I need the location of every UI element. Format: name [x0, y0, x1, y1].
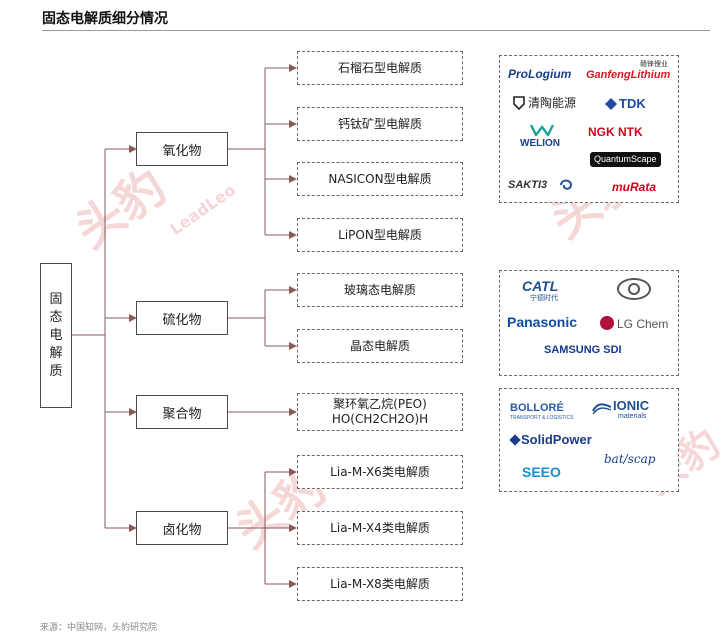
source-note: 来源：中国知网，头豹研究院 — [40, 623, 158, 633]
root-node: 固态电解质 — [40, 263, 72, 408]
polymer-logo-panel: BOLLORÉ TRANSPORT & LOGISTICS IONIC mate… — [499, 388, 679, 492]
toyota-ellipse-icon — [617, 278, 651, 300]
logo-solidpower: SolidPower — [521, 432, 592, 447]
leaf-peo-line1: 聚环氧乙烷(PEO) — [333, 397, 427, 411]
logo-lgchem: LG Chem — [600, 316, 668, 330]
logo-ganfeng: GanfengLithium — [586, 69, 671, 81]
logo-welion: WELION — [520, 138, 560, 149]
logo-samsung: SAMSUNG SDI — [544, 344, 622, 356]
shield-arrow-icon — [513, 96, 525, 110]
sulfide-logo-panel: CATL 宁德时代 Panasonic LG Chem SAMSUNG SDI — [499, 270, 679, 376]
ionic-wave-icon — [592, 403, 612, 415]
logo-batscap: bat/scap — [604, 452, 656, 466]
category-halide: 卤化物 — [136, 511, 228, 545]
logo-quantumscape: QuantumScape — [590, 152, 661, 167]
sakti3-swirl-icon — [560, 179, 573, 190]
logo-bollore-sub: TRANSPORT & LOGISTICS — [510, 415, 574, 421]
leaf-perovskite: 钙钛矿型电解质 — [297, 107, 463, 141]
leaf-garnet: 石榴石型电解质 — [297, 51, 463, 85]
leaf-x6: Lia-M-X6类电解质 — [297, 455, 463, 489]
logo-qingtao: 清陶能源 — [528, 96, 577, 110]
logo-catl: CATL — [522, 278, 559, 294]
logo-seeo: SEEO — [522, 464, 561, 480]
leaf-crystal: 晶态电解质 — [297, 329, 463, 363]
category-sulfide: 硫化物 — [136, 301, 228, 335]
logo-prologium: ProLogium — [508, 67, 572, 81]
page-title: 固态电解质细分情况 — [42, 11, 168, 27]
leaf-lipon: LiPON型电解质 — [297, 218, 463, 252]
logo-bollore: BOLLORÉ — [510, 402, 564, 414]
logo-panasonic: Panasonic — [507, 314, 578, 330]
logo-ionic-sub: materials — [618, 413, 647, 420]
logo-murata: muRata — [612, 180, 657, 194]
logo-lgchem-text: LG Chem — [617, 317, 669, 331]
leaf-glass: 玻璃态电解质 — [297, 273, 463, 307]
leaf-x4: Lia-M-X4类电解质 — [297, 511, 463, 545]
tdk-diamond-icon — [605, 98, 617, 110]
leaf-nasicon: NASICON型电解质 — [297, 162, 463, 196]
logo-ngk: NGK NTK — [588, 125, 643, 139]
logo-sakti3: SAKTI3 — [508, 179, 548, 191]
logo-tdk: TDK — [619, 96, 646, 111]
solidpower-grid-icon — [509, 434, 521, 446]
oxide-logo-panel: ProLogium 赣锋锂业 GanfengLithium 清陶能源 TDK W… — [499, 55, 679, 203]
logo-catl-cn: 宁德时代 — [530, 295, 558, 302]
leaf-peo-line2: HO(CH2CH2O)H — [331, 412, 429, 426]
logo-ganfeng-cn: 赣锋锂业 — [640, 61, 668, 68]
leaf-peo: 聚环氧乙烷(PEO) HO(CH2CH2O)H — [297, 393, 463, 431]
leaf-x8: Lia-M-X8类电解质 — [297, 567, 463, 601]
category-oxide: 氧化物 — [136, 132, 228, 166]
welion-w-icon — [530, 124, 554, 136]
logo-ionic: IONIC — [613, 398, 650, 413]
lg-face-icon — [600, 316, 614, 330]
category-polymer: 聚合物 — [136, 395, 228, 429]
title-divider — [42, 30, 710, 31]
